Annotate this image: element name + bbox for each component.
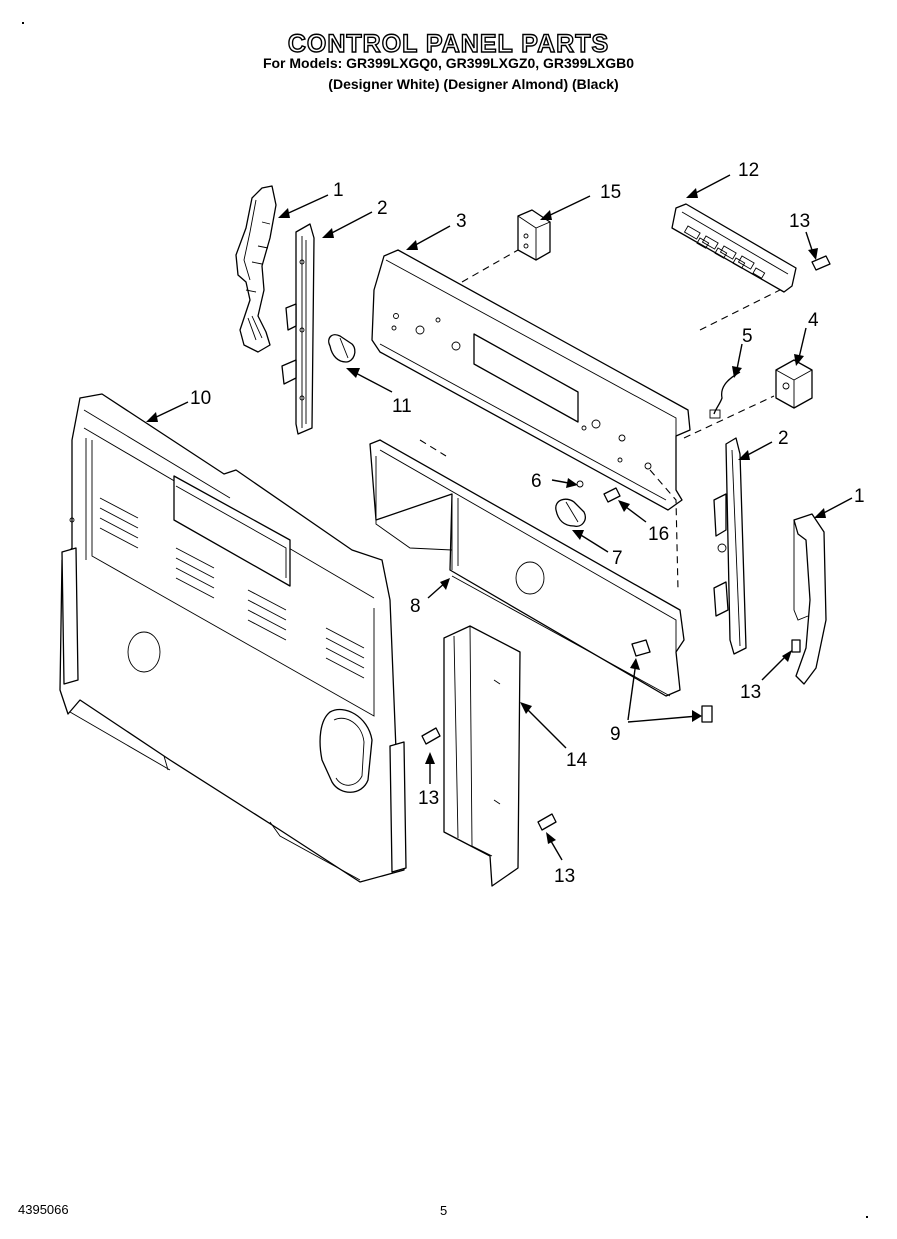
part-9-screw	[701, 705, 713, 723]
corner-mark-bottom	[866, 1216, 868, 1218]
part-13-screw-mid	[421, 727, 441, 745]
part-11-knob	[328, 334, 356, 363]
callout-10: 10	[190, 388, 211, 409]
part-15-switch	[517, 209, 551, 261]
part-13-screw-right	[791, 639, 801, 653]
part-13-screw-top	[811, 255, 831, 271]
document-number: 4395066	[18, 1202, 69, 1217]
part-2-right-bracket	[713, 437, 747, 655]
callout-5: 5	[742, 326, 753, 347]
callout-2-left: 2	[377, 198, 388, 219]
callout-13-bottom: 13	[554, 866, 575, 887]
part-6-screw	[576, 480, 584, 488]
part-13-screw-bottom	[537, 813, 557, 831]
part-14-side-strip	[443, 625, 521, 887]
part-3-control-panel	[371, 249, 691, 511]
corner-mark-top	[22, 22, 24, 24]
callout-14: 14	[566, 750, 588, 771]
callout-7: 7	[612, 548, 623, 569]
callout-1-left: 1	[333, 180, 344, 201]
callout-15: 15	[600, 182, 621, 203]
callout-13-mid: 13	[418, 788, 439, 809]
page-number: 5	[440, 1203, 448, 1218]
callout-4: 4	[808, 310, 819, 331]
alignment-line	[649, 469, 679, 591]
alignment-line	[461, 249, 519, 283]
part-1-left-end-cap	[235, 185, 277, 353]
part-4-control-box	[775, 359, 813, 409]
part-7-knob	[555, 498, 586, 527]
alignment-line	[683, 395, 775, 439]
callout-arrows	[146, 174, 853, 861]
callout-13-top: 13	[789, 211, 810, 232]
callout-16: 16	[648, 524, 669, 545]
callout-12: 12	[738, 160, 759, 181]
alignment-line	[419, 439, 447, 457]
callout-9: 9	[610, 724, 621, 745]
callout-13-right: 13	[740, 682, 761, 703]
part-16-screw	[603, 487, 621, 503]
callout-6: 6	[531, 471, 542, 492]
part-9-screw	[631, 639, 651, 657]
callout-11: 11	[392, 396, 412, 417]
part-8-rear-panel	[369, 439, 685, 697]
callout-8: 8	[410, 596, 421, 617]
model-list: For Models: GR399LXGQ0, GR399LXGZ0, GR39…	[262, 55, 635, 71]
part-5-wire-harness	[709, 371, 741, 419]
part-12-electronic-control	[671, 203, 797, 293]
part-1-right-end-cap	[793, 513, 827, 685]
part-2-left-bracket	[281, 223, 315, 435]
callout-1-right: 1	[854, 486, 865, 507]
part-10-back-panel	[59, 393, 407, 883]
finish-list: (Designer White) (Designer Almond) (Blac…	[328, 76, 619, 92]
callout-2-right: 2	[778, 428, 789, 449]
page-title: CONTROL PANEL PARTS	[287, 29, 610, 58]
callout-3: 3	[456, 211, 467, 232]
